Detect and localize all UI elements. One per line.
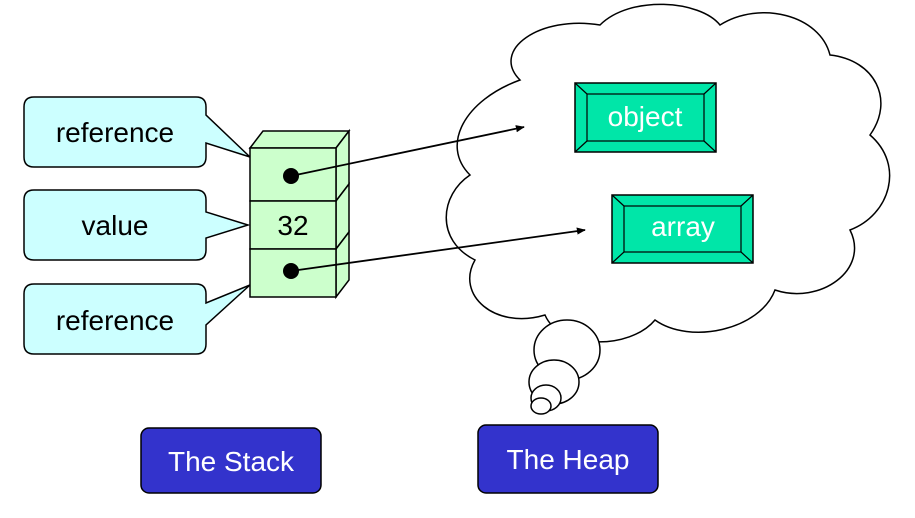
heap-cloud: [445, 3, 891, 343]
stack-caption: The Stack: [168, 446, 295, 477]
stack-caption-box: The Stack: [140, 427, 322, 494]
arrow-to-array: [290, 227, 586, 272]
heap-caption: The Heap: [507, 444, 630, 475]
callout-bottom-reference: reference: [23, 283, 251, 355]
stack-middle-value: 32: [277, 210, 308, 241]
heap-array-label: array: [651, 211, 715, 242]
heap-array-block: array: [611, 194, 754, 264]
heap-caption-box: The Heap: [477, 424, 659, 494]
arrow-to-object: [290, 125, 525, 177]
stack-cell-middle: [249, 200, 337, 250]
callout-bottom-label: reference: [56, 305, 174, 336]
heap-object-block: object: [574, 82, 717, 153]
callout-top-reference: reference: [23, 96, 251, 168]
callout-middle-value: value: [23, 189, 251, 261]
heap-object-label: object: [608, 101, 683, 132]
stack-column: 32: [248, 128, 351, 300]
thought-bubbles: [528, 319, 601, 415]
callout-middle-label: value: [82, 210, 149, 241]
callout-top-label: reference: [56, 117, 174, 148]
